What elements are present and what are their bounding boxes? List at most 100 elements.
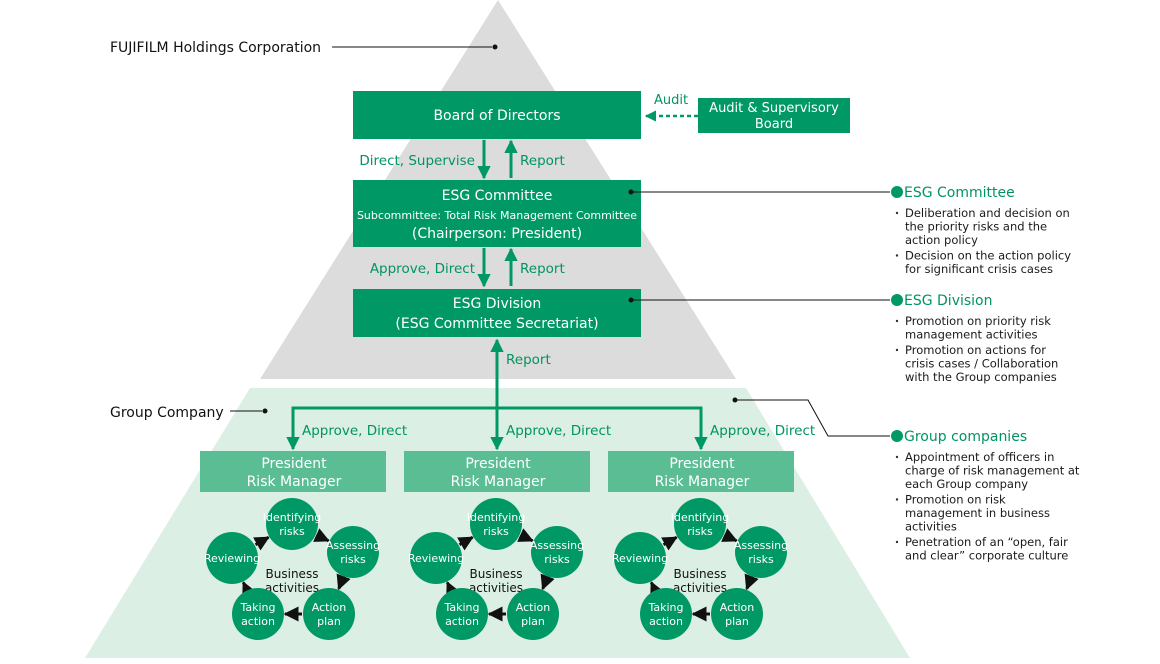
cycle-arrow <box>721 528 738 543</box>
side-note-bullet <box>891 294 903 306</box>
unit-president-label: President <box>669 456 735 472</box>
cycle-arrow <box>661 536 678 551</box>
identifying-risks-label: Identifying <box>671 511 730 524</box>
action-plan-label: Action <box>516 601 550 614</box>
assessing-risks-label: risks <box>544 553 570 566</box>
side-note-item-line: Appointment of officers in <box>905 450 1054 464</box>
group-companies-leader-dot <box>732 397 738 403</box>
reviewing-node <box>206 532 258 584</box>
assessing-risks-label: Assessing <box>530 539 584 552</box>
side-note-item-line: action policy <box>905 233 978 247</box>
esg-committee-line1: ESG Committee <box>442 188 553 204</box>
side-note-item-line: Promotion on actions for <box>905 343 1046 357</box>
side-note-item-bullet <box>895 348 899 352</box>
action-plan-node <box>507 588 559 640</box>
action-plan-label: Action <box>312 601 346 614</box>
business-activities-label: activities <box>469 581 523 595</box>
reviewing-label: Reviewing <box>204 552 260 565</box>
side-note-item-line: Decision on the action policy <box>905 249 1071 263</box>
side-note-item-bullet <box>895 498 899 501</box>
audit-board-line1: Audit & Supervisory <box>709 101 839 116</box>
unit-risk-manager-label: Risk Manager <box>451 474 546 490</box>
action-plan-node <box>303 588 355 640</box>
side-note-item-line: for significant crisis cases <box>905 262 1053 276</box>
esg-committee-line3: (Chairperson: President) <box>412 226 582 242</box>
business-activities-label: Business <box>266 567 319 581</box>
side-note-bullet <box>891 430 903 442</box>
cycle-arrow <box>517 528 534 543</box>
side-note-item-line: Promotion on priority risk <box>905 314 1051 328</box>
esg-committee-box <box>353 180 641 247</box>
corp-label: FUJIFILM Holdings Corporation <box>110 40 321 56</box>
taking-action-node <box>436 588 488 640</box>
assessing-risks-node <box>531 526 583 578</box>
cycle-arrow <box>446 581 460 598</box>
group-leader-dot <box>262 408 268 414</box>
side-note-item-line: charge of risk management at <box>905 464 1080 478</box>
unit-risk-manager-label: Risk Manager <box>247 474 342 490</box>
identifying-risks-node <box>470 498 522 550</box>
president-risk-manager-box <box>404 451 590 492</box>
action-plan-label: plan <box>521 615 545 628</box>
taking-action-label: action <box>445 615 479 628</box>
esg-committee-line2: Subcommittee: Total Risk Management Comm… <box>357 209 637 222</box>
esg-division-line1: ESG Division <box>453 296 542 312</box>
cycle-arrow <box>336 573 351 591</box>
side-note-item-line: each Group company <box>905 477 1028 491</box>
board-of-directors-box <box>353 91 641 139</box>
unit-president-label: President <box>261 456 327 472</box>
approve-direct-label-left: Approve, Direct <box>302 423 407 439</box>
side-note-item-line: Deliberation and decision on <box>905 206 1070 220</box>
audit-board-line2: Board <box>755 117 793 132</box>
identifying-risks-label: risks <box>483 525 509 538</box>
taking-action-node <box>640 588 692 640</box>
action-plan-label: Action <box>720 601 754 614</box>
side-note-item-line: and clear” corporate culture <box>905 549 1068 563</box>
side-note-item-bullet <box>895 319 899 323</box>
side-note-item-line: Promotion on risk <box>905 493 1006 507</box>
president-risk-manager-box <box>608 451 794 492</box>
esg-division-leader-dot <box>628 297 634 303</box>
side-note-item-line: activities <box>905 520 957 534</box>
reviewing-node <box>410 532 462 584</box>
identifying-risks-label: Identifying <box>467 511 526 524</box>
approve-direct-label-center: Approve, Direct <box>506 423 611 439</box>
cycle-arrow <box>457 536 474 551</box>
side-note-title: Group companies <box>904 429 1027 445</box>
cycle-arrow <box>242 581 256 598</box>
taking-action-label: Taking <box>647 601 683 614</box>
identifying-risks-node <box>674 498 726 550</box>
report-label-3: Report <box>506 352 551 368</box>
side-note-item-bullet <box>895 455 899 459</box>
action-plan-node <box>711 588 763 640</box>
approve-direct-label-top: Approve, Direct <box>370 261 475 277</box>
corp-leader-dot <box>492 44 498 50</box>
business-activities-label: activities <box>265 581 319 595</box>
identifying-risks-label: risks <box>687 525 713 538</box>
identifying-risks-node <box>266 498 318 550</box>
cycle-arrow <box>744 573 759 591</box>
report-label-2: Report <box>520 261 565 277</box>
side-note-item-bullet <box>895 540 899 544</box>
board-label: Board of Directors <box>433 108 560 124</box>
audit-arrow-label: Audit <box>654 93 688 108</box>
side-note-item-bullet <box>895 254 899 257</box>
cycle-arrow <box>650 581 664 598</box>
unit-risk-manager-label: Risk Manager <box>655 474 750 490</box>
action-plan-label: plan <box>725 615 749 628</box>
cycle-arrow <box>540 573 555 591</box>
side-note-item-line: Penetration of an “open, fair <box>905 535 1068 549</box>
side-note-item-line: the priority risks and the <box>905 220 1047 234</box>
approve-direct-label-right: Approve, Direct <box>710 423 815 439</box>
taking-action-label: Taking <box>239 601 275 614</box>
business-activities-label: Business <box>470 567 523 581</box>
